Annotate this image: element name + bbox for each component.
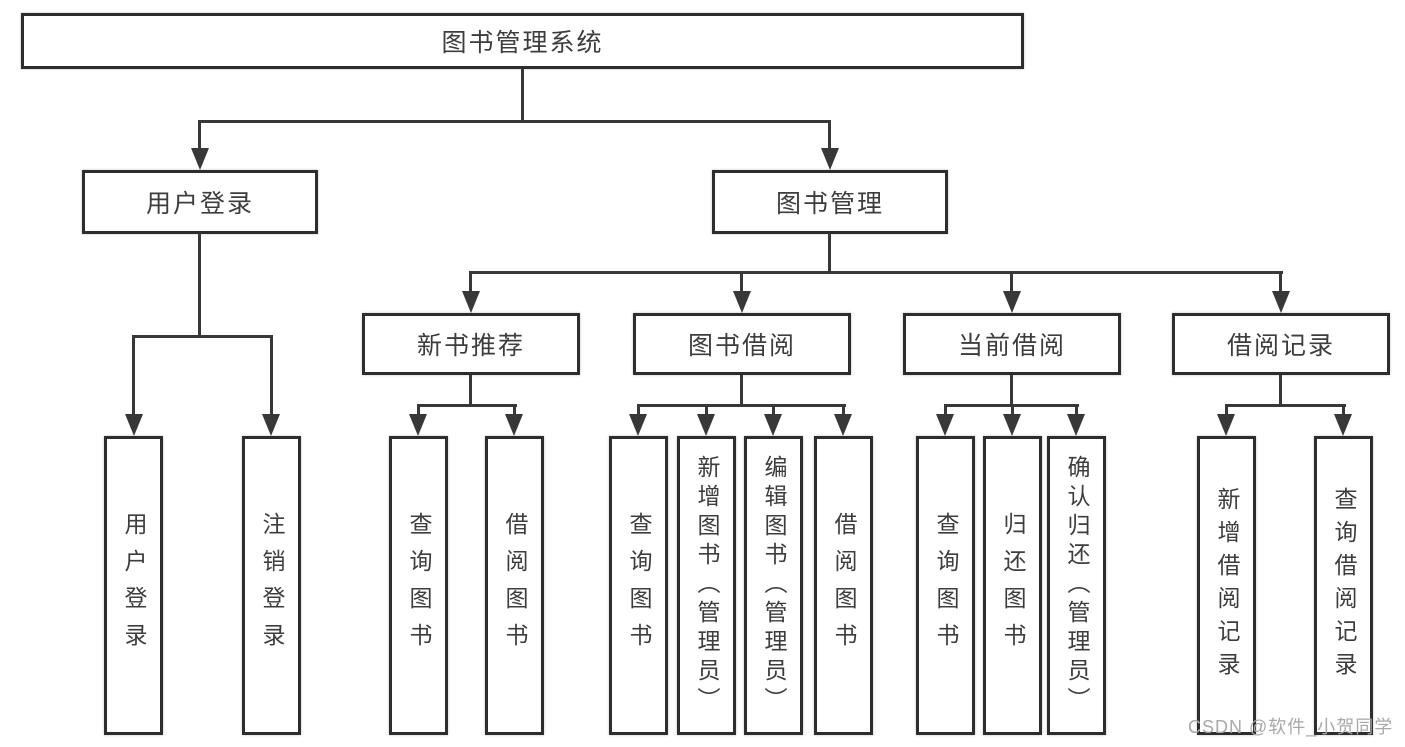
arrow-down-icon (262, 414, 280, 436)
csdn-watermark: CSDN @软件_小贺同学 (1188, 717, 1394, 737)
connector-line (198, 120, 201, 150)
leaf-add-borrow-record: 新增借阅记录 (1197, 436, 1256, 735)
connector-line (842, 404, 845, 416)
connector-line (740, 375, 743, 407)
arrow-down-icon (733, 291, 751, 313)
connector-line (417, 404, 517, 407)
connector-line (1010, 271, 1013, 293)
connector-line (1225, 404, 1346, 407)
leaf-logout-login: 注销登录 (242, 436, 301, 735)
arrow-down-icon (936, 414, 954, 436)
arrow-down-icon (697, 414, 715, 436)
connector-line (1279, 271, 1282, 293)
node-label: 当前借阅 (957, 332, 1066, 360)
connector-line (828, 233, 831, 274)
root-node-library-system: 图书管理系统 (21, 13, 1024, 69)
node-label: 新书推荐 (416, 332, 525, 360)
connector-line (198, 120, 831, 123)
connector-line (828, 120, 831, 150)
connector-line (637, 404, 846, 407)
connector-line (1279, 375, 1282, 407)
node-book-borrow: 图书借阅 (633, 313, 851, 375)
leaf-confirm-return-admin: 确认归还（管理员） (1047, 436, 1106, 735)
arrow-down-icon (462, 291, 480, 313)
branch-node-label: 图书管理 (775, 190, 884, 218)
connector-line (1011, 404, 1014, 416)
node-new-book-recommend: 新书推荐 (362, 313, 580, 375)
connector-line (521, 69, 524, 122)
leaf-label: 查询借阅记录 (1331, 486, 1357, 685)
node-borrow-records: 借阅记录 (1172, 313, 1390, 375)
connector-line (1010, 375, 1013, 407)
branch-node-label: 用户登录 (145, 190, 254, 218)
leaf-user-login: 用户登录 (104, 436, 163, 735)
arrow-down-icon (629, 414, 647, 436)
leaf-label: 借阅图书 (831, 511, 857, 660)
leaf-edit-book-admin: 编辑图书（管理员） (744, 436, 803, 735)
connector-line (637, 404, 640, 416)
connector-line (198, 233, 201, 338)
arrow-down-icon (409, 414, 427, 436)
leaf-query-books-borrow: 查询图书 (609, 436, 668, 735)
leaf-return-book: 归还图书 (983, 436, 1042, 735)
connector-line (1075, 404, 1078, 416)
connector-line (132, 335, 273, 338)
leaf-label: 查询图书 (626, 511, 652, 660)
arrow-down-icon (1272, 291, 1290, 313)
leaf-label: 查询图书 (933, 511, 959, 660)
connector-line (705, 404, 708, 416)
connector-line (772, 404, 775, 416)
root-node-label: 图书管理系统 (441, 29, 604, 57)
leaf-label: 确认归还（管理员） (1064, 455, 1090, 716)
leaf-label: 借阅图书 (502, 511, 528, 660)
leaf-query-books-current: 查询图书 (916, 436, 975, 735)
arrow-down-icon (125, 414, 143, 436)
connector-line (1342, 404, 1345, 416)
connector-line (469, 375, 472, 407)
leaf-add-book-admin: 新增图书（管理员） (677, 436, 736, 735)
leaf-borrow-books-recommend: 借阅图书 (485, 436, 544, 735)
leaf-label: 用户登录 (121, 511, 147, 660)
arrow-down-icon (191, 148, 209, 170)
connector-line (1225, 404, 1228, 416)
arrow-down-icon (1003, 291, 1021, 313)
connector-line (132, 335, 135, 416)
arrow-down-icon (505, 414, 523, 436)
node-current-borrow: 当前借阅 (903, 313, 1121, 375)
leaf-borrow-books-borrow: 借阅图书 (814, 436, 873, 735)
arrow-down-icon (1334, 414, 1352, 436)
connector-line (944, 404, 947, 416)
arrow-down-icon (1067, 414, 1085, 436)
leaf-label: 新增图书（管理员） (694, 455, 720, 716)
leaf-label: 查询图书 (406, 511, 432, 660)
branch-node-book-management: 图书管理 (712, 170, 948, 234)
node-label: 借阅记录 (1226, 332, 1335, 360)
connector-line (513, 404, 516, 416)
connector-line (469, 271, 472, 293)
leaf-query-borrow-record: 查询借阅记录 (1314, 436, 1373, 735)
leaf-query-books-recommend: 查询图书 (389, 436, 448, 735)
arrow-down-icon (834, 414, 852, 436)
leaf-label: 新增借阅记录 (1214, 486, 1240, 685)
arrow-down-icon (1217, 414, 1235, 436)
leaf-label: 归还图书 (1000, 511, 1026, 660)
connector-line (469, 271, 1283, 274)
leaf-label: 编辑图书（管理员） (761, 455, 787, 716)
node-label: 图书借阅 (687, 332, 796, 360)
leaf-label: 注销登录 (259, 511, 285, 660)
arrow-down-icon (1003, 414, 1021, 436)
connector-line (740, 271, 743, 293)
connector-line (270, 335, 273, 416)
branch-node-user-login: 用户登录 (82, 170, 318, 234)
connector-line (417, 404, 420, 416)
arrow-down-icon (821, 148, 839, 170)
arrow-down-icon (764, 414, 782, 436)
